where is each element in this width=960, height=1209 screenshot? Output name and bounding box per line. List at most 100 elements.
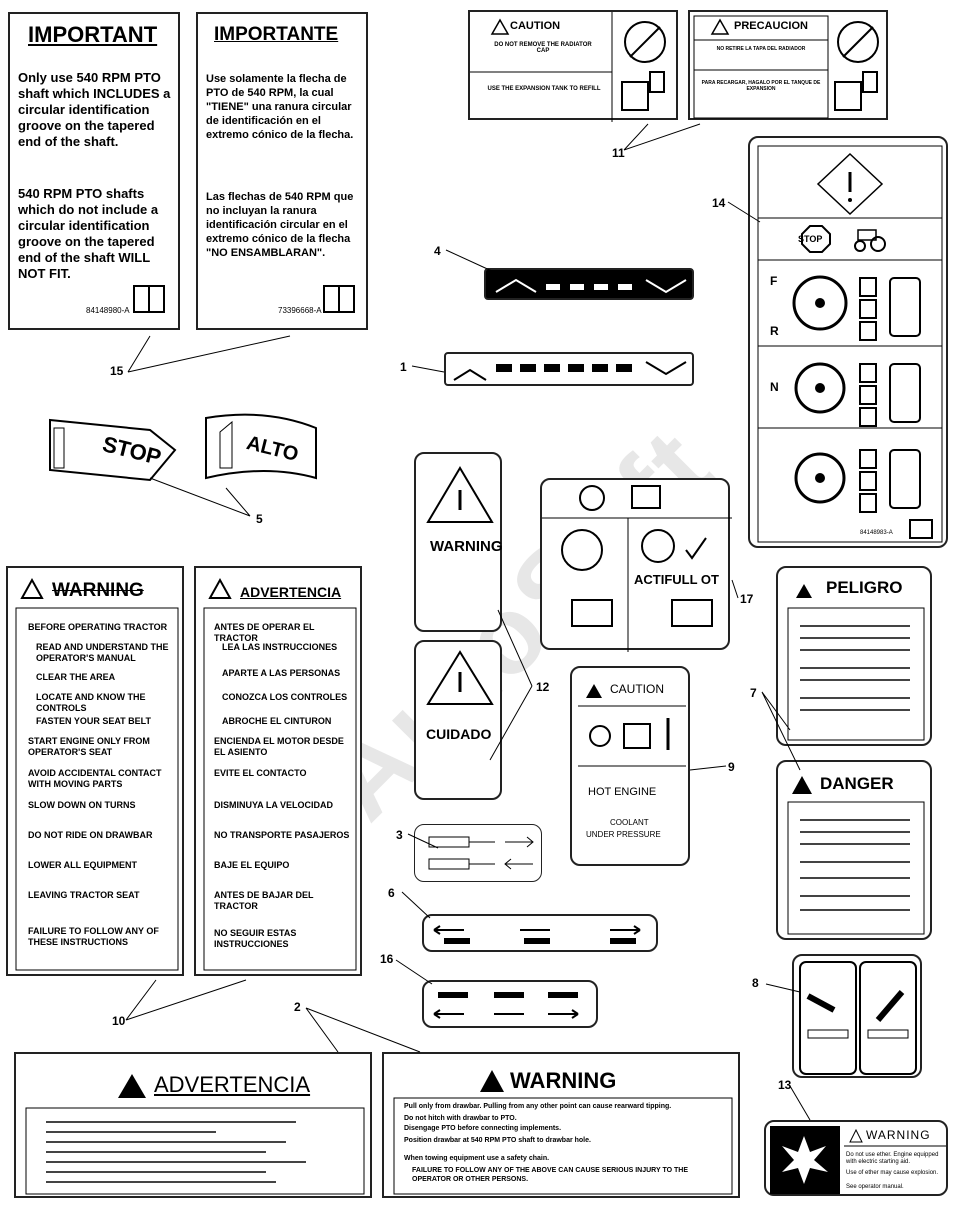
callout-5: 5 — [256, 512, 263, 526]
decal-3 — [414, 824, 542, 882]
warning-item: ANTES DE BAJAR DEL TRACTOR — [214, 890, 314, 911]
decal-cuidado-12: CUIDADO — [414, 640, 502, 800]
decal-line-2: PARA RECARGAR, HAGALO POR EL TANQUE DE E… — [701, 80, 821, 92]
decal-warning-2-en: WARNING Pull only from drawbar. Pulling … — [382, 1052, 740, 1198]
warning-triangle-icon — [25, 1074, 365, 1195]
warning-item: LEA LAS INSTRUCCIONES — [222, 642, 338, 652]
warning-item: DISMINUYA LA VELOCIDAD — [214, 800, 334, 810]
warning-item: Do not hitch with drawbar to PTO. — [404, 1115, 517, 1122]
decal-advertencia-2-es: ADVERTENCIA — [14, 1052, 372, 1198]
callout-2: 2 — [294, 1000, 301, 1014]
decal-peligro: PELIGRO — [776, 566, 932, 746]
decal-advertencia-10-es: ADVERTENCIA ANTES DE OPERAR EL TRACTOR L… — [194, 566, 362, 976]
decal-16 — [422, 980, 598, 1028]
warning-item: CLEAR THE AREA — [36, 672, 116, 682]
decal-strip-1 — [444, 352, 694, 386]
callout-12: 12 — [536, 680, 550, 694]
callout-1: 1 — [400, 360, 407, 374]
callout-10: 10 — [112, 1014, 126, 1028]
warning-label: WARNING — [430, 538, 503, 555]
decal-warning-12: WARNING — [414, 452, 503, 632]
label-n: N — [770, 380, 779, 394]
hydraulic-icons — [433, 925, 641, 944]
warning-triangle-icon — [787, 584, 925, 741]
warning-label: WARNING — [510, 1068, 617, 1093]
warning-triangle-icon — [787, 776, 925, 935]
label-f: F — [770, 274, 778, 288]
decal-title: PRECAUCION — [734, 20, 808, 32]
decal-code: 73396668-A — [278, 306, 322, 315]
callout-11: 11 — [612, 146, 625, 160]
shuttle-icons — [757, 145, 943, 543]
coolant-label-1: COOLANT — [610, 818, 649, 827]
decal-actifull: ACTIFULL OT — [540, 478, 732, 652]
warning-triangle-icon — [15, 577, 179, 971]
decal-important-en: IMPORTANT Only use 540 RPM PTO shaft whi… — [8, 12, 180, 330]
warning-item: Position drawbar at 540 RPM PTO shaft to… — [404, 1137, 591, 1144]
warning-item: ENCIENDA EL MOTOR DESDE EL ASIENTO — [214, 736, 344, 757]
decal-title: CAUTION — [510, 20, 561, 32]
hydraulic-icons — [433, 992, 579, 1019]
strip-icons — [495, 278, 687, 294]
engine-icons — [578, 684, 686, 767]
warning-item: START ENGINE ONLY FROM OPERATOR'S SEAT — [28, 736, 150, 757]
radiator-icons — [470, 12, 666, 122]
decal-strip-4 — [484, 268, 694, 300]
warning-triangle-icon — [203, 577, 357, 971]
callout-4: 4 — [434, 244, 441, 258]
decal-ether-warning: WARNING Do not use ether. Engine equippe… — [764, 1120, 948, 1196]
warning-item: AVOID ACCIDENTAL CONTACT WITH MOVING PAR… — [28, 768, 162, 789]
warning-item: FAILURE TO FOLLOW ANY OF THE ABOVE CAN C… — [412, 1167, 689, 1183]
warning-item: LOCATE AND KNOW THE CONTROLS — [36, 692, 146, 713]
callout-8: 8 — [752, 976, 759, 990]
warning-item: CONOZCA LOS CONTROLES — [222, 692, 348, 702]
decal-precaucion-radiator-es: PRECAUCION NO RETIRE LA TAPA DEL RADIADO… — [688, 10, 888, 120]
warning-item: ANTES DE OPERAR EL TRACTOR — [214, 622, 315, 643]
callout-16: 16 — [380, 952, 394, 966]
decal-importante-es: IMPORTANTE Use solamente la flecha de PT… — [196, 12, 368, 330]
warning-item: NO TRANSPORTE PASAJEROS — [214, 830, 350, 840]
peligro-label: PELIGRO — [826, 578, 903, 597]
callout-17: 17 — [740, 592, 754, 606]
decal-warning-10-en: WARNING BEFORE OPERATING TRACTOR READ AN… — [6, 566, 184, 976]
decal-6 — [422, 914, 658, 952]
warning-label: WARNING — [866, 1128, 931, 1142]
callout-15: 15 — [110, 364, 124, 378]
book-icon — [133, 285, 165, 313]
decal-line-2: USE THE EXPANSION TANK TO REFILL — [487, 86, 601, 92]
warning-triangle-icon — [426, 650, 494, 705]
warning-item: LEAVING TRACTOR SEAT — [28, 890, 140, 900]
decal-title: IMPORTANTE — [214, 24, 339, 45]
callout-6: 6 — [388, 886, 395, 900]
warning-item: SLOW DOWN ON TURNS — [28, 800, 136, 810]
lever-icons — [799, 961, 917, 1075]
warning-triangle-icon — [426, 466, 494, 523]
warning-item: ABROCHE EL CINTURON — [222, 716, 332, 726]
stop-sign-label: STOP — [798, 234, 823, 244]
explosion-icon — [770, 1126, 946, 1194]
decal-alto-arrow: ALTO — [196, 408, 326, 488]
cuidado-label: CUIDADO — [426, 726, 492, 742]
decal-shuttle-controls: STOP F R N 84148983-A — [748, 136, 948, 548]
decal-hot-engine: CAUTION HOT ENGINE COOLANT UNDER PRESSUR… — [570, 666, 690, 866]
warning-item: When towing equipment use a safety chain… — [404, 1155, 550, 1162]
strip-icons — [453, 361, 687, 381]
radiator-icons — [693, 15, 879, 119]
decal-stop-arrow: STOP — [40, 410, 180, 490]
warning-item: FASTEN YOUR SEAT BELT — [36, 716, 152, 726]
warning-item: BAJE EL EQUIPO — [214, 860, 290, 870]
coolant-icons — [542, 485, 732, 652]
decal-code: 84148980-A — [86, 306, 130, 315]
actifull-label: ACTIFULL OT — [634, 572, 719, 587]
decal-line-1: NO RETIRE LA TAPA DEL RADIADOR — [716, 46, 806, 52]
danger-label: DANGER — [820, 774, 894, 793]
ether-line-2: Use of ether may cause explosion. — [846, 1170, 939, 1176]
ether-line-3: See operator manual. — [846, 1184, 904, 1190]
hydraulic-icons — [428, 836, 534, 870]
book-icon — [323, 285, 355, 313]
decal-danger: DANGER — [776, 760, 932, 940]
callout-14: 14 — [712, 196, 726, 210]
decal-8 — [792, 954, 922, 1078]
warning-item: Disengage PTO before connecting implemen… — [404, 1125, 562, 1132]
decal-body-2: Las flechas de 540 RPM que no incluyan l… — [206, 191, 354, 259]
